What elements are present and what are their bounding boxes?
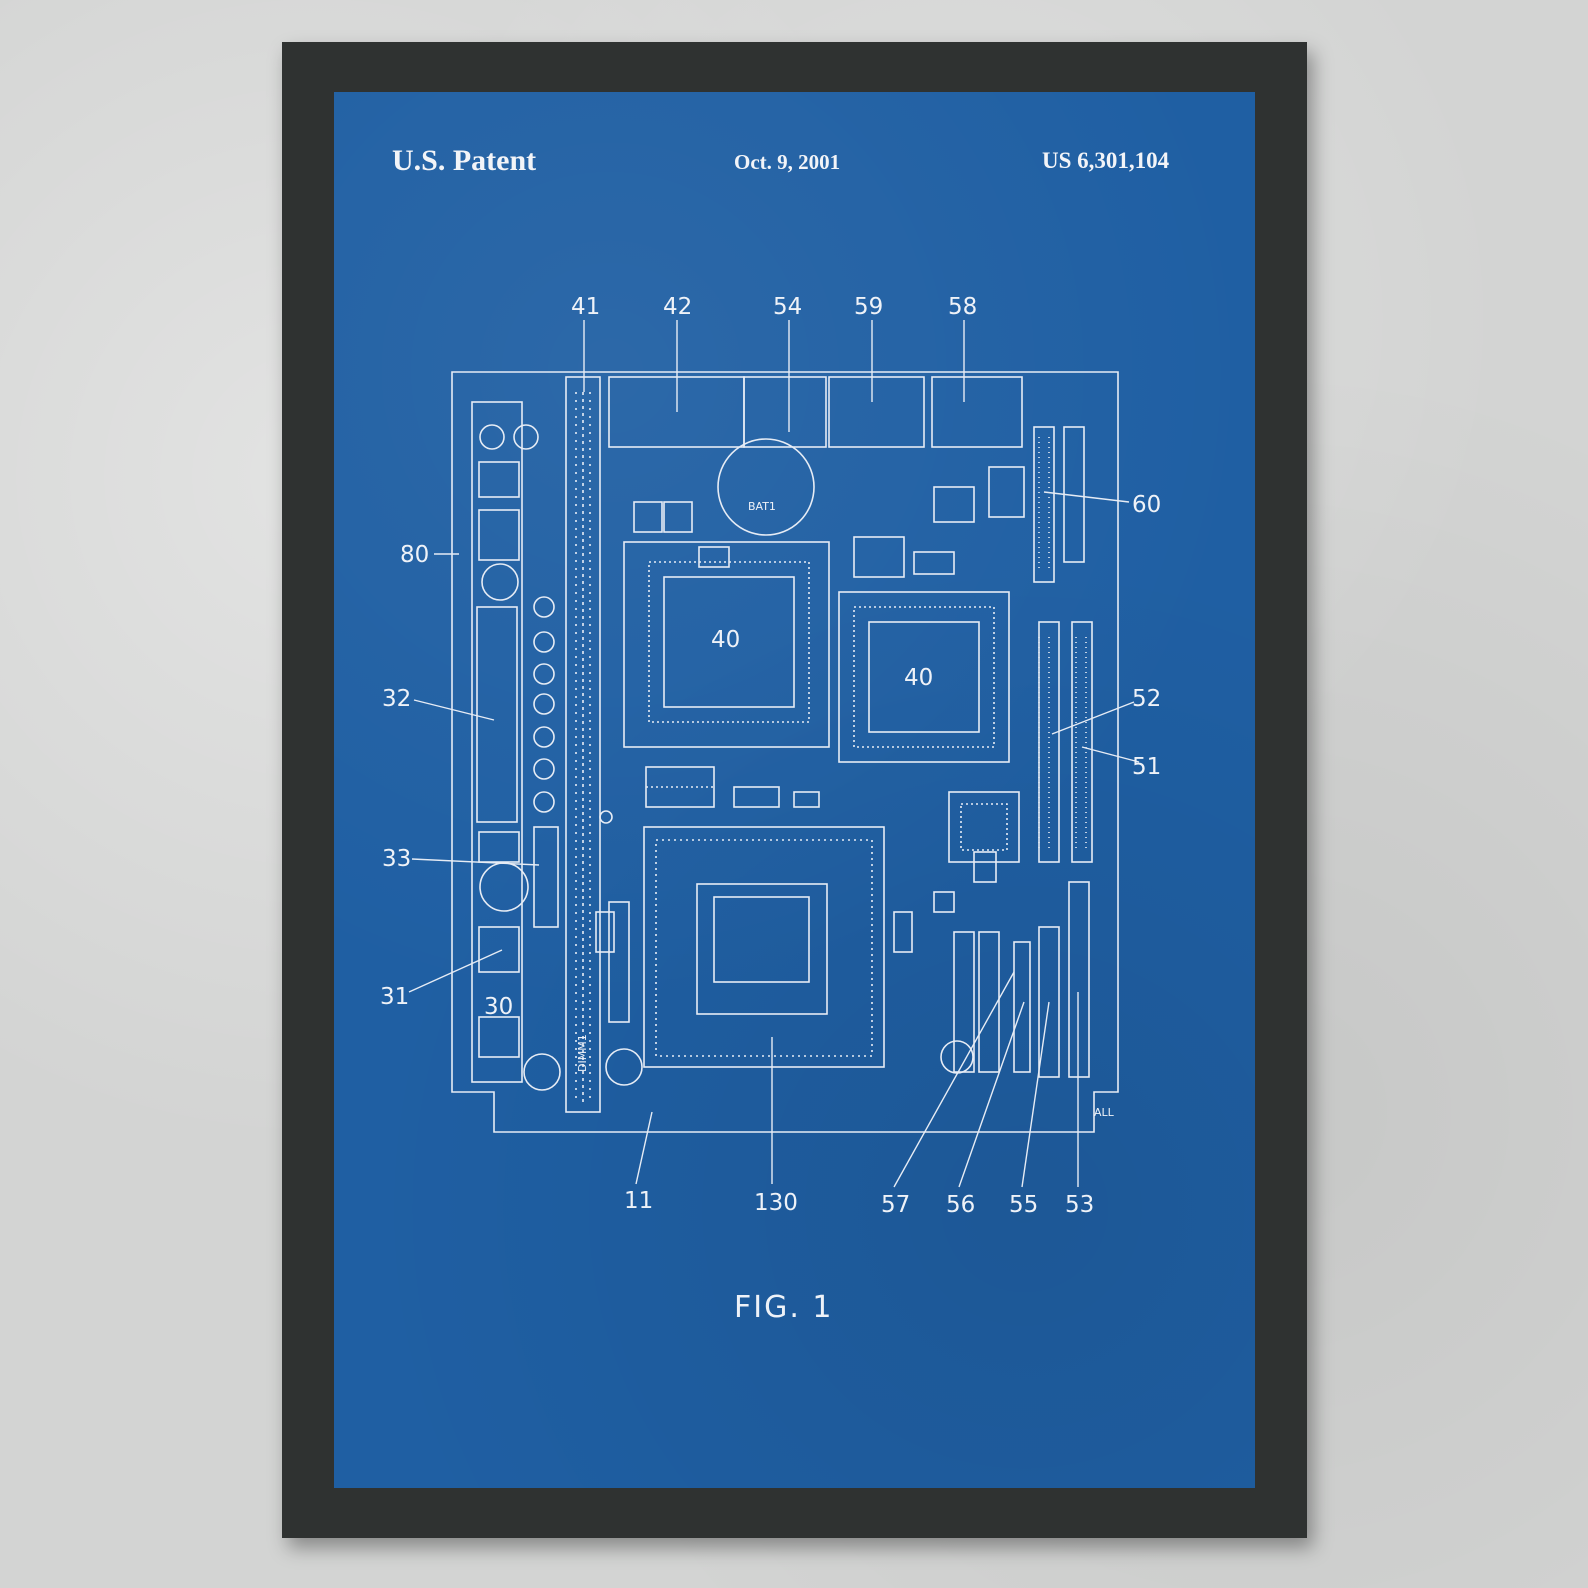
- figure-caption: FIG. 1: [734, 1290, 834, 1325]
- ref-80: 80: [400, 542, 429, 568]
- blueprint-print: U.S. Patent Oct. 9, 2001 US 6,301,104: [334, 92, 1255, 1488]
- battery-label: BAT1: [748, 500, 776, 513]
- ref-58: 58: [948, 294, 977, 320]
- ref-32: 32: [382, 686, 411, 712]
- ref-59: 59: [854, 294, 883, 320]
- reference-numerals: 41 42 54 59 58 80 32 33 31 30 60 52 51 1…: [380, 294, 1161, 1218]
- ref-53: 53: [1065, 1192, 1094, 1218]
- ref-55: 55: [1009, 1192, 1038, 1218]
- ref-31: 31: [380, 984, 409, 1010]
- all-label: ALL: [1094, 1106, 1115, 1119]
- ref-41: 41: [571, 294, 600, 320]
- ref-54: 54: [773, 294, 802, 320]
- patent-date: Oct. 9, 2001: [734, 150, 841, 174]
- leader-lines: [408, 320, 1140, 1188]
- patent-office-title: U.S. Patent: [392, 144, 537, 177]
- patent-number: US 6,301,104: [1042, 148, 1170, 173]
- ref-42: 42: [663, 294, 692, 320]
- ref-33: 33: [382, 846, 411, 872]
- ref-56: 56: [946, 1192, 975, 1218]
- board-outline: [451, 371, 1119, 1133]
- dimm-label: DIMM1: [576, 1034, 589, 1072]
- ref-51: 51: [1132, 754, 1161, 780]
- ref-60: 60: [1132, 492, 1161, 518]
- chip-label-2: 40: [904, 665, 933, 691]
- ref-130: 130: [754, 1190, 798, 1216]
- ref-52: 52: [1132, 686, 1161, 712]
- chip-label-1: 40: [711, 627, 740, 653]
- motherboard-drawing: 40 40 BAT1 DIMM1 ALL 41: [380, 294, 1161, 1325]
- ref-57: 57: [881, 1192, 910, 1218]
- ref-11: 11: [624, 1188, 653, 1214]
- ref-30: 30: [484, 994, 513, 1020]
